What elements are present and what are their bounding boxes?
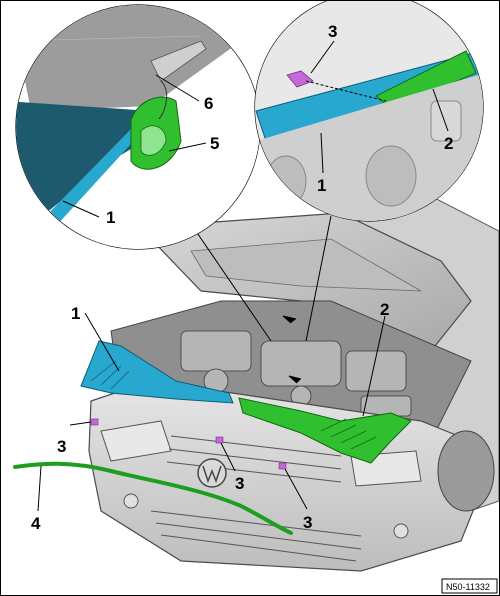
callout-3-detail-right: 3: [328, 22, 337, 41]
detail-left: [15, 4, 261, 250]
figure-reference: N50-11332: [441, 578, 498, 594]
callout-3-mid: 3: [235, 474, 244, 493]
detail-clip: [286, 70, 314, 88]
clip-mid: [215, 436, 224, 444]
detail-right: [254, 1, 484, 222]
direction-arrow-1: [282, 315, 297, 324]
plenum-cover-right: [238, 397, 412, 464]
vw-emblem: [197, 458, 227, 488]
callout-5: 5: [210, 134, 219, 153]
figure-reference-text: N50-11332: [446, 582, 490, 592]
lower-grille: [150, 510, 362, 562]
callout-2-main: 2: [380, 300, 389, 319]
detail-leader-left: [188, 220, 272, 342]
hood-inner-panel: [190, 238, 422, 292]
clip-left: [90, 418, 99, 426]
direction-arrow-2: [288, 375, 302, 384]
callout-1-detail-left: 1: [106, 208, 115, 227]
callout-2-detail-right: 2: [444, 134, 453, 153]
clip-right: [278, 462, 287, 470]
headlight-left: [100, 420, 172, 462]
detail-leader-right: [305, 215, 332, 342]
plenum-cover-right-ribs: [320, 418, 377, 450]
callout-1-main: 1: [71, 304, 80, 323]
fog-light-right: [393, 523, 409, 539]
grille: [166, 435, 342, 483]
callout-3-left: 3: [57, 437, 66, 456]
callout-4: 4: [31, 514, 41, 533]
engine-components: [180, 330, 412, 417]
seal-strip: [13, 461, 293, 535]
plenum-cover-left: [80, 340, 234, 404]
front-wheel: [437, 430, 495, 512]
callout-3-right: 3: [303, 513, 312, 532]
callout-6: 6: [204, 94, 213, 113]
callout-1-detail-right: 1: [317, 176, 326, 195]
fog-light-left: [123, 493, 139, 509]
